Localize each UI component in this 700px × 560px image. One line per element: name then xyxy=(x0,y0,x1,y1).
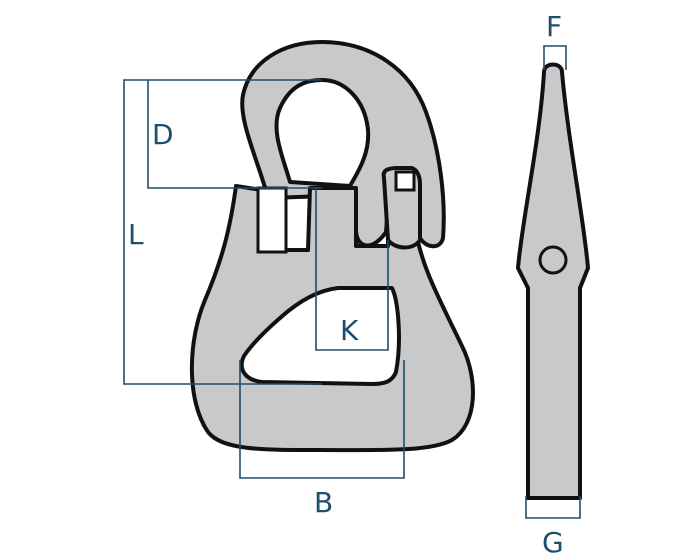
dimension-lines xyxy=(123,45,581,519)
dimension-l-line xyxy=(123,79,322,385)
dimension-d-line xyxy=(147,80,322,189)
hook-left-slot xyxy=(256,186,288,254)
side-view-body xyxy=(516,62,590,500)
dimension-b-line xyxy=(239,360,405,479)
label-f: F xyxy=(546,10,562,43)
label-d: D xyxy=(152,118,174,151)
label-k: K xyxy=(340,314,359,347)
dimension-labels: D L K B F G xyxy=(128,10,564,559)
label-l: L xyxy=(128,218,144,251)
dimension-g-line xyxy=(525,496,581,519)
hook-eye-hole xyxy=(274,78,371,188)
label-b: B xyxy=(314,486,333,519)
hook-front-view xyxy=(189,40,475,453)
dimension-f-line xyxy=(543,45,567,70)
hook-side-view xyxy=(516,62,590,500)
latch-slot xyxy=(394,170,416,192)
dimension-k-line xyxy=(315,188,389,351)
hook-triangular-cutout xyxy=(239,286,401,386)
label-g: G xyxy=(542,526,564,559)
side-view-pin-hole xyxy=(538,245,568,275)
